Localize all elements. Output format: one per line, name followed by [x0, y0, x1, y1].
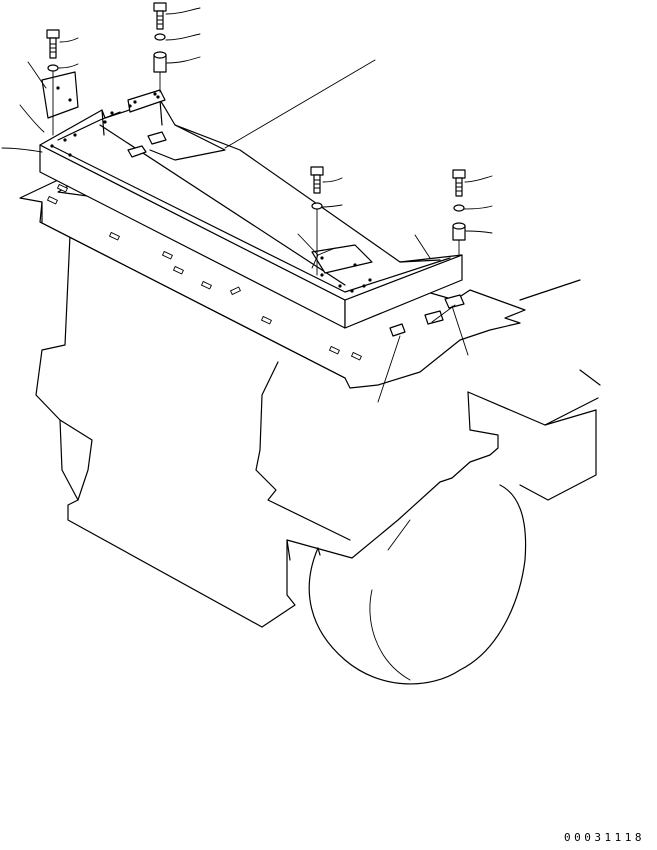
bolt-icon [310, 166, 324, 194]
washer-icon [154, 33, 166, 41]
washer-icon [311, 202, 323, 210]
upper-tray-cover [39, 71, 463, 329]
washer-icon [47, 64, 59, 72]
engine-block [35, 234, 601, 685]
leader-lines [1, 7, 493, 551]
drawing-code: 00031118 [564, 831, 645, 844]
bolt-icon [46, 29, 60, 59]
clips [127, 131, 465, 337]
tray-holes [50, 86, 372, 293]
spacer-icon [452, 222, 466, 241]
fasteners [46, 2, 466, 276]
bolt-icon [153, 2, 167, 30]
spacer-icon [153, 51, 167, 73]
bolt-icon [452, 169, 466, 197]
washer-icon [453, 204, 465, 212]
lower-plate-slots [46, 183, 362, 361]
